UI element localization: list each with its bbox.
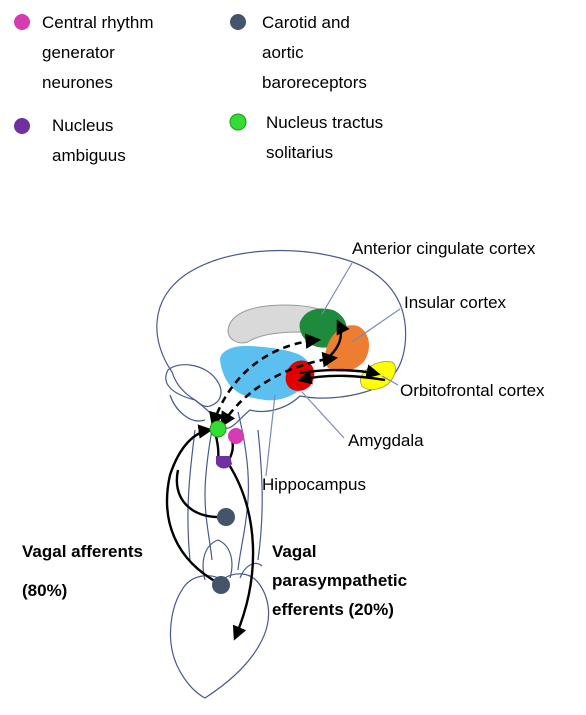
legend-label-line: Central rhythm	[42, 13, 153, 32]
legend-item-nucleus-tractus: Nucleus tractus solitarius	[230, 113, 383, 162]
legend-item-nucleus-ambiguus: Nucleus ambiguus	[14, 116, 126, 165]
central-rhythm-generator-dot	[228, 428, 244, 444]
vagal-afferent-from-carotid	[177, 470, 222, 517]
leader-insular	[352, 309, 400, 342]
brain-regions	[220, 305, 395, 400]
legend-label-line: generator	[42, 43, 115, 62]
legend-label-line: ambiguus	[52, 146, 126, 165]
legend-label-line: aortic	[262, 43, 304, 62]
orbitofrontal-region	[361, 362, 396, 390]
neck-left	[188, 430, 195, 560]
label-hippocampus: Hippocampus	[262, 475, 366, 494]
vagal-afferent-from-heart	[167, 430, 220, 584]
legend-item-baroreceptors: Carotid and aortic baroreceptors	[230, 13, 367, 92]
label-vagal-efferents-line: parasympathetic	[272, 571, 407, 590]
cerebellum	[166, 365, 221, 407]
legend-label-line: Nucleus tractus	[266, 113, 383, 132]
brain	[157, 251, 406, 570]
nuclei	[210, 421, 244, 594]
label-vagal-afferents-percent: (80%)	[22, 581, 67, 600]
legend-swatch-nucleus-tractus	[230, 114, 246, 130]
leader-hippocampus	[266, 395, 275, 476]
legend-label-line: neurones	[42, 73, 113, 92]
legend-label-line: solitarius	[266, 143, 333, 162]
legend-label-line: Nucleus	[52, 116, 113, 135]
neck-right	[258, 430, 262, 560]
label-insular-cortex: Insular cortex	[404, 293, 507, 312]
cerebellum-fold	[170, 395, 205, 421]
legend-swatch-central-rhythm	[14, 14, 30, 30]
leader-cingulate	[322, 263, 352, 314]
aortic-baroreceptor-dot	[212, 576, 230, 594]
legend-label-line: Carotid and	[262, 13, 350, 32]
legend-swatch-nucleus-ambiguus	[14, 118, 30, 134]
leader-amygdala	[302, 392, 344, 438]
label-orbitofrontal-cortex: Orbitofrontal cortex	[400, 381, 545, 400]
label-vagal-afferents: Vagal afferents	[22, 542, 143, 561]
legend-label-line: baroreceptors	[262, 73, 367, 92]
label-vagal-efferents-line: Vagal	[272, 542, 316, 561]
legend: Central rhythm generator neurones Caroti…	[14, 13, 383, 165]
legend-swatch-baroreceptors	[230, 14, 246, 30]
heart-aorta	[203, 540, 232, 580]
nucleus-tractus-solitarius-dot	[210, 421, 226, 437]
carotid-baroreceptor-dot	[217, 508, 235, 526]
label-vagal-efferents-line: efferents (20%)	[272, 600, 394, 619]
label-anterior-cingulate: Anterior cingulate cortex	[352, 239, 536, 258]
legend-item-central-rhythm: Central rhythm generator neurones	[14, 13, 153, 92]
label-amygdala: Amygdala	[348, 431, 424, 450]
